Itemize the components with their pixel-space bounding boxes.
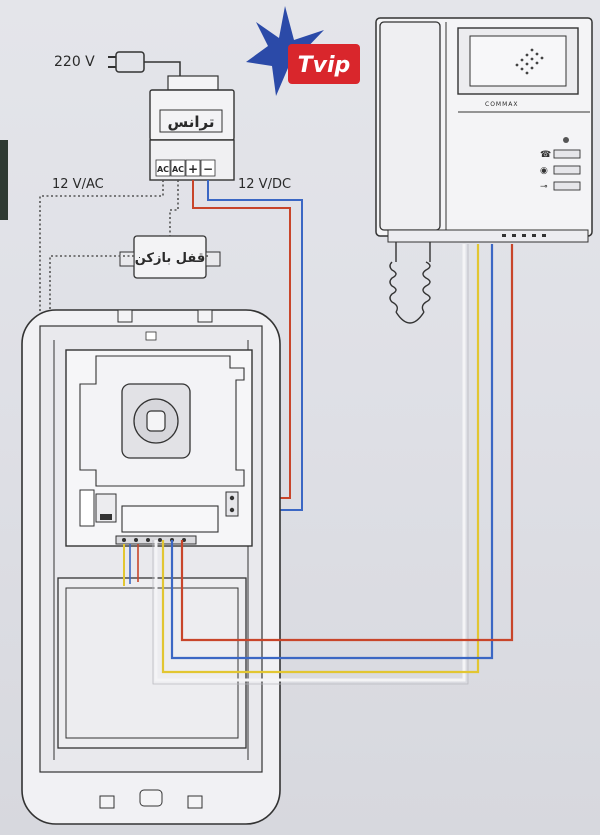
wire-yellow (161, 244, 480, 674)
speaker-grille (515, 48, 544, 75)
monitor-icon: ◉ (540, 166, 548, 176)
dc-output-label: 12 V/DC (238, 177, 291, 192)
monitor-buttons: ☎ ◉ ⊸ (540, 149, 581, 192)
door-open-button (553, 181, 581, 191)
name-plate (121, 505, 219, 533)
logo-badge (288, 44, 360, 84)
power-terminals (225, 491, 239, 517)
tvip-logo: Tvip (246, 6, 360, 96)
handset-cord (389, 242, 431, 324)
door-lock-label: قفل بازکن (135, 251, 206, 266)
terminal-ac-1: AC (157, 165, 169, 174)
monitor-indicator (563, 137, 569, 143)
talk-button (553, 149, 581, 159)
wire-blue (170, 244, 494, 660)
monitor-button (553, 165, 581, 175)
lower-cover (57, 577, 247, 749)
outdoor-door-panel (21, 309, 281, 825)
page-edge-shadow (0, 140, 8, 220)
power-plug: 220 V (54, 51, 190, 83)
mains-voltage-label: 220 V (54, 54, 95, 70)
transformer-label: ترانس (168, 113, 215, 131)
door-lock: قفل بازکن (119, 235, 221, 279)
wire-white (154, 244, 466, 682)
terminal-minus: − (203, 162, 213, 176)
wire-red (180, 244, 514, 642)
monitor-brand: COMMAX (485, 101, 518, 108)
wire-white-outline (152, 244, 469, 685)
transformer-terminals: AC AC + − (155, 159, 216, 177)
monitor-handset (379, 21, 441, 231)
indoor-monitor: COMMAX ☎ ◉ ⊸ (375, 17, 593, 243)
terminal-plus: + (188, 162, 198, 176)
terminal-ac-2: AC (172, 165, 184, 174)
logo-text: Tvip (298, 53, 351, 78)
ac-output-label: 12 V/AC (52, 177, 104, 192)
transformer-box: ترانس AC AC + − (149, 75, 235, 181)
door-open-icon: ⊸ (540, 182, 548, 192)
talk-icon: ☎ (540, 150, 551, 160)
